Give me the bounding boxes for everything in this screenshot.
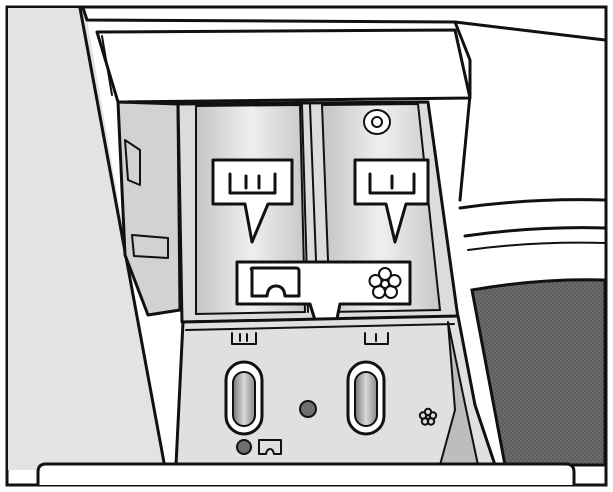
housing-top-edge bbox=[81, 6, 607, 42]
siphon-hole bbox=[371, 116, 383, 128]
flower-symbol bbox=[368, 267, 402, 299]
release-knob-right[interactable] bbox=[346, 360, 386, 436]
bottom-dot-button[interactable] bbox=[236, 439, 252, 455]
housing-right-edge bbox=[453, 20, 472, 202]
drawer-front-bevel bbox=[185, 323, 455, 331]
drawer-lip-shade bbox=[101, 35, 113, 96]
roman-one-symbol bbox=[368, 172, 416, 195]
cabinet-edge bbox=[78, 6, 167, 470]
callout-prewash bbox=[211, 158, 294, 244]
softener-box-symbol bbox=[249, 266, 301, 298]
drum-window bbox=[470, 278, 607, 467]
drawer-left-wall bbox=[116, 100, 182, 317]
drawer-side-hinge bbox=[124, 139, 141, 186]
drawer-top-lip bbox=[95, 28, 472, 104]
drawer-side-groove bbox=[131, 234, 169, 259]
door-rim-inner bbox=[463, 226, 607, 238]
callout-main-wash bbox=[353, 158, 430, 244]
machine-bottom-ledge bbox=[36, 462, 576, 485]
roman-two-symbol bbox=[228, 172, 277, 195]
center-dot-button[interactable] bbox=[299, 400, 317, 418]
front-label-main-wash bbox=[364, 332, 389, 345]
door-rim-outer bbox=[458, 198, 607, 210]
compartment-main-wash bbox=[320, 102, 442, 314]
front-softener-box-symbol bbox=[258, 439, 282, 455]
front-flower-symbol bbox=[418, 407, 438, 426]
release-knob-left[interactable] bbox=[224, 360, 264, 436]
door-rim-inner-2 bbox=[467, 241, 606, 251]
cabinet-left-panel bbox=[8, 8, 165, 470]
front-label-prewash bbox=[231, 332, 257, 345]
